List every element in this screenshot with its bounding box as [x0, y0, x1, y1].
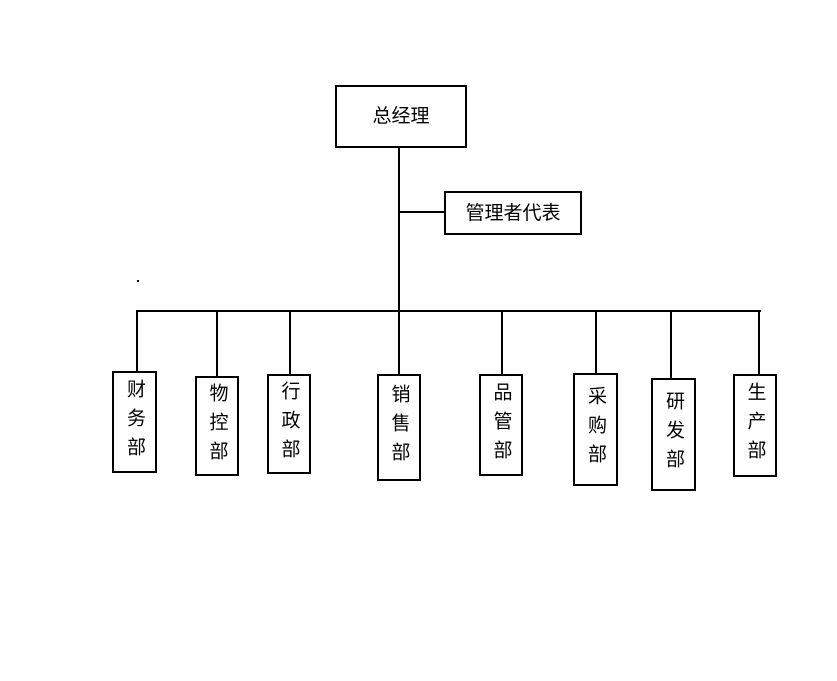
node-finance-dept-label: 财务部	[124, 378, 146, 466]
node-general-manager-label: 总经理	[372, 105, 430, 127]
stray-dot	[137, 280, 139, 282]
node-management-representative-label: 管理者代表	[465, 201, 561, 224]
node-quality-dept: 品管部	[479, 374, 523, 476]
node-rd-dept: 研发部	[651, 378, 696, 491]
node-quality-dept-label: 品管部	[490, 381, 513, 469]
node-rd-dept-label: 研发部	[663, 391, 685, 478]
node-production-dept-label: 生产部	[744, 382, 767, 469]
node-purchasing-dept: 采购部	[573, 373, 618, 486]
node-general-manager: 总经理	[335, 85, 467, 148]
node-sales-dept-label: 销售部	[388, 384, 411, 471]
node-materials-dept: 物控部	[195, 376, 239, 476]
node-management-representative: 管理者代表	[444, 191, 582, 235]
node-materials-dept-label: 物控部	[206, 382, 229, 470]
node-production-dept: 生产部	[733, 374, 777, 477]
node-finance-dept: 财务部	[112, 371, 157, 473]
node-sales-dept: 销售部	[377, 374, 421, 481]
node-purchasing-dept-label: 采购部	[585, 386, 607, 473]
node-admin-dept-label: 行政部	[278, 380, 301, 468]
node-admin-dept: 行政部	[267, 374, 311, 474]
